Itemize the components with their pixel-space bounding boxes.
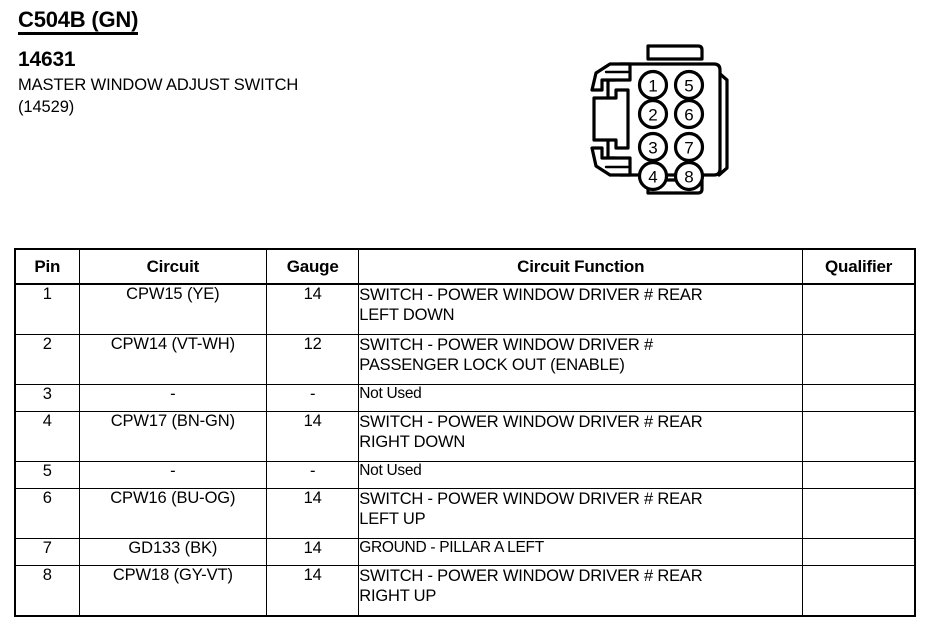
cell-circuit-function: SWITCH - POWER WINDOW DRIVER # REAR RIGH… [358, 565, 804, 617]
cell-qualifier [802, 411, 916, 462]
part-name: MASTER WINDOW ADJUST SWITCH [18, 76, 299, 95]
cell-gauge: - [266, 461, 360, 489]
connector-lower-latch [590, 146, 632, 177]
connector-pin-group: 1 2 3 4 5 6 7 [637, 69, 705, 192]
cell-pin: 4 [14, 411, 80, 462]
connector-svg: 1 2 3 4 5 6 7 [590, 44, 729, 195]
column-header-gauge: Gauge [266, 248, 360, 285]
connector-pin-4: 4 [637, 160, 669, 192]
cell-circuit-function: Not Used [358, 384, 804, 412]
cell-pin: 8 [14, 565, 80, 617]
cell-circuit: CPW16 (BU-OG) [78, 488, 268, 539]
column-header-pin: Pin [14, 248, 80, 285]
cell-circuit-function: SWITCH - POWER WINDOW DRIVER # PASSENGER… [358, 334, 804, 385]
cell-gauge: 14 [266, 538, 360, 566]
cell-pin: 5 [14, 461, 80, 489]
connector-title: C504B (GN) [18, 8, 138, 36]
pin-number-label: 7 [684, 139, 693, 158]
pin-number-label: 2 [648, 106, 657, 125]
cell-qualifier [802, 461, 916, 489]
pin-number-label: 4 [648, 168, 657, 187]
connector-pin-8: 8 [673, 160, 705, 192]
cell-gauge: 14 [266, 411, 360, 462]
cell-qualifier [802, 384, 916, 412]
cell-circuit-function: Not Used [358, 461, 804, 489]
cell-circuit-function: SWITCH - POWER WINDOW DRIVER # REAR RIGH… [358, 411, 804, 462]
pin-number-label: 6 [684, 106, 693, 125]
cell-gauge: - [266, 384, 360, 412]
pin-number-label: 1 [648, 77, 657, 96]
connector-header-block: C504B (GN) 14631 MASTER WINDOW ADJUST SW… [18, 8, 578, 117]
cell-circuit: CPW14 (VT-WH) [78, 334, 268, 385]
part-alternate-number: (14529) [18, 98, 75, 117]
cell-circuit: - [78, 384, 268, 412]
connector-diagram: 1 2 3 4 5 6 7 [586, 28, 766, 208]
pin-table-container: Pin Circuit Gauge Circuit Function Quali… [14, 248, 916, 617]
cell-gauge: 14 [266, 488, 360, 539]
connector-pin-5: 5 [673, 69, 705, 101]
column-header-circuit-function: Circuit Function [358, 248, 804, 285]
connector-pin-3: 3 [637, 131, 669, 163]
pin-number-label: 5 [684, 77, 693, 96]
cell-circuit: CPW17 (BN-GN) [78, 411, 268, 462]
connector-pin-1: 1 [637, 69, 669, 101]
pin-number-label: 3 [648, 139, 657, 158]
table-row: 5--Not Used [14, 461, 916, 489]
connector-top-tab [646, 44, 704, 61]
pin-assignment-table: Pin Circuit Gauge Circuit Function Quali… [14, 248, 916, 617]
cell-pin: 7 [14, 538, 80, 566]
cell-circuit: CPW15 (YE) [78, 283, 268, 335]
part-number: 14631 [18, 48, 76, 72]
connector-center-post [592, 88, 630, 150]
cell-gauge: 14 [266, 283, 360, 335]
cell-circuit-function: SWITCH - POWER WINDOW DRIVER # REAR LEFT… [358, 283, 804, 335]
cell-qualifier [802, 565, 916, 617]
cell-circuit: CPW18 (GY-VT) [78, 565, 268, 617]
cell-qualifier [802, 488, 916, 539]
cell-qualifier [802, 334, 916, 385]
cell-pin: 3 [14, 384, 80, 412]
connector-upper-latch [590, 62, 632, 92]
pin-number-label: 8 [684, 168, 693, 187]
table-row: 3--Not Used [14, 384, 916, 412]
cell-pin: 6 [14, 488, 80, 539]
connector-pin-7: 7 [673, 131, 705, 163]
connector-pin-2: 2 [637, 98, 669, 130]
cell-circuit-function: SWITCH - POWER WINDOW DRIVER # REAR LEFT… [358, 488, 804, 539]
column-header-qualifier: Qualifier [802, 248, 916, 285]
cell-gauge: 12 [266, 334, 360, 385]
cell-qualifier [802, 538, 916, 566]
cell-pin: 1 [14, 283, 80, 335]
connector-pin-6: 6 [673, 98, 705, 130]
cell-circuit-function: GROUND - PILLAR A LEFT [358, 538, 804, 566]
cell-gauge: 14 [266, 565, 360, 617]
cell-circuit: - [78, 461, 268, 489]
cell-circuit: GD133 (BK) [78, 538, 268, 566]
column-header-circuit: Circuit [78, 248, 268, 285]
cell-pin: 2 [14, 334, 80, 385]
cell-qualifier [802, 283, 916, 335]
page-title: C504B (GN) [18, 8, 578, 36]
table-header-row: Pin Circuit Gauge Circuit Function Quali… [14, 248, 916, 285]
